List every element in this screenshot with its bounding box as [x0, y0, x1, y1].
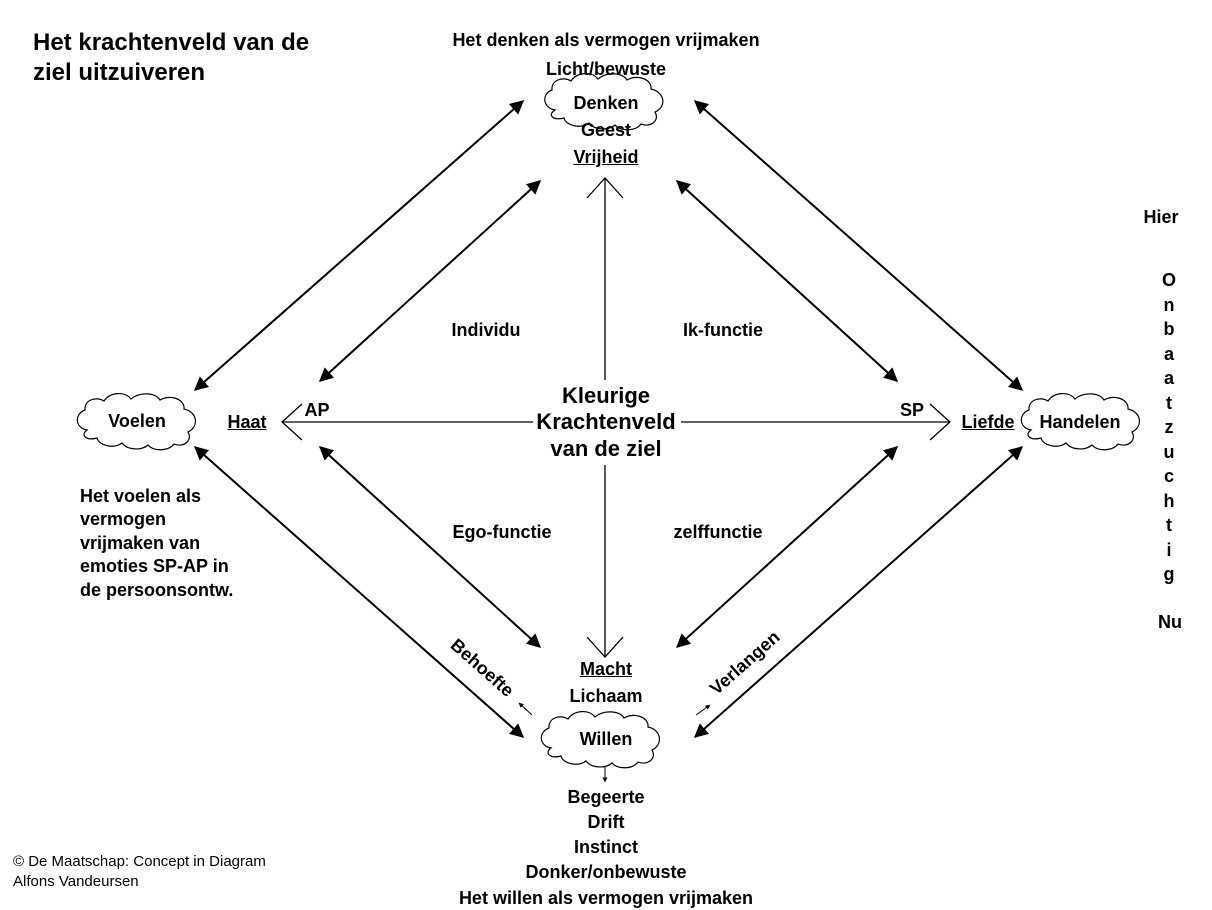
side-letter: t — [1165, 515, 1172, 535]
bottom-heading: Het willen als vermogen vrijmaken — [458, 888, 754, 908]
cloud-label-handelen: Handelen — [1039, 412, 1121, 432]
label-drift: Drift — [587, 812, 625, 832]
side-letter: g — [1163, 564, 1175, 584]
cloud-label-voelen: Voelen — [108, 411, 166, 431]
center-label-line: van de ziel — [550, 435, 662, 461]
voelen-description-line: vermogen — [80, 509, 167, 530]
author-line: Alfons Vandeursen — [13, 873, 139, 891]
cross-arrowhead-left — [281, 403, 303, 441]
cloud-voelen — [76, 393, 196, 451]
arrow-vrijheid-ap — [318, 180, 542, 382]
label-geest: Geest — [580, 120, 632, 140]
label-ego-functie: Ego-functie — [452, 522, 552, 542]
side-letter: h — [1163, 490, 1175, 511]
label-donker-onbewuste: Donker/onbewuste — [525, 862, 687, 882]
voelen-description-line: de persoonsontw. — [80, 579, 234, 600]
cloud-label-willen: Willen — [579, 729, 633, 749]
label-vrijheid: Vrijheid — [573, 147, 639, 167]
side-letter: i — [1166, 539, 1172, 560]
arrow-ap-macht — [318, 446, 542, 648]
side-letter: z — [1164, 417, 1174, 437]
side-letter: c — [1163, 466, 1175, 486]
arrow-sp-macht — [675, 446, 899, 648]
cloud-willen — [540, 711, 660, 769]
voelen-description-line: vrijmaken van — [80, 532, 201, 553]
center-label: Kleurige Krachtenveld van de ziel — [536, 383, 675, 462]
label-haat: Haat — [227, 412, 267, 432]
side-letter: a — [1163, 343, 1175, 364]
label-ap: AP — [304, 400, 330, 420]
side-label-hier: Hier — [1143, 207, 1179, 227]
label-macht: Macht — [579, 659, 633, 679]
cloud-denken — [544, 73, 664, 131]
label-begeerte: Begeerte — [567, 787, 645, 807]
page-title: Het krachtenveld van de ziel uitzuiveren — [33, 28, 309, 88]
voelen-description: Het voelen als vermogen vrijmaken van em… — [80, 485, 300, 602]
label-zelffunctie: zelffunctie — [673, 522, 763, 542]
cloud-handelen — [1020, 393, 1140, 451]
side-label-nu: Nu — [1158, 612, 1182, 632]
small-arrow-verlangen — [695, 704, 711, 716]
label-lichaam: Lichaam — [569, 686, 643, 706]
title-line-2: ziel uitzuiveren — [33, 59, 206, 86]
copyright-notice: © De Maatschap: Concept in Diagram Alfon… — [13, 852, 266, 893]
label-ik-functie: Ik-functie — [682, 320, 764, 340]
cross-arrowhead-up — [586, 177, 624, 199]
label-individu: Individu — [451, 320, 521, 340]
label-sp: SP — [899, 400, 925, 420]
cloud-label-denken: Denken — [573, 93, 639, 113]
center-label-line: Krachtenveld — [536, 409, 676, 435]
cross-arrowhead-down — [586, 636, 624, 658]
cross-arrowhead-right — [929, 403, 951, 441]
top-heading: Het denken als vermogen vrijmaken — [452, 30, 760, 50]
side-letter: a — [1163, 368, 1175, 388]
arrow-handelen-willen — [693, 446, 1024, 738]
center-label-line: Kleurige — [561, 383, 651, 408]
side-letter: u — [1163, 441, 1175, 462]
voelen-description-line: Het voelen als — [80, 486, 202, 506]
side-letter: n — [1163, 294, 1175, 315]
label-instinct: Instinct — [573, 837, 639, 857]
label-liefde: Liefde — [961, 412, 1015, 432]
arrow-vrijheid-sp — [675, 180, 899, 382]
copyright-line: © De Maatschap: Concept in Diagram — [13, 853, 266, 870]
voelen-description-line: emoties SP-AP in — [80, 556, 229, 577]
top-subheading: Licht/bewuste — [545, 59, 667, 79]
small-arrow-behoefte — [518, 702, 533, 716]
side-vertical-word: O n b a a t z u c h t i g — [1162, 268, 1176, 587]
title-line-1: Het krachtenveld van de — [33, 29, 310, 56]
side-letter: t — [1165, 392, 1172, 413]
side-letter: O — [1161, 270, 1177, 290]
side-letter: b — [1163, 319, 1175, 339]
